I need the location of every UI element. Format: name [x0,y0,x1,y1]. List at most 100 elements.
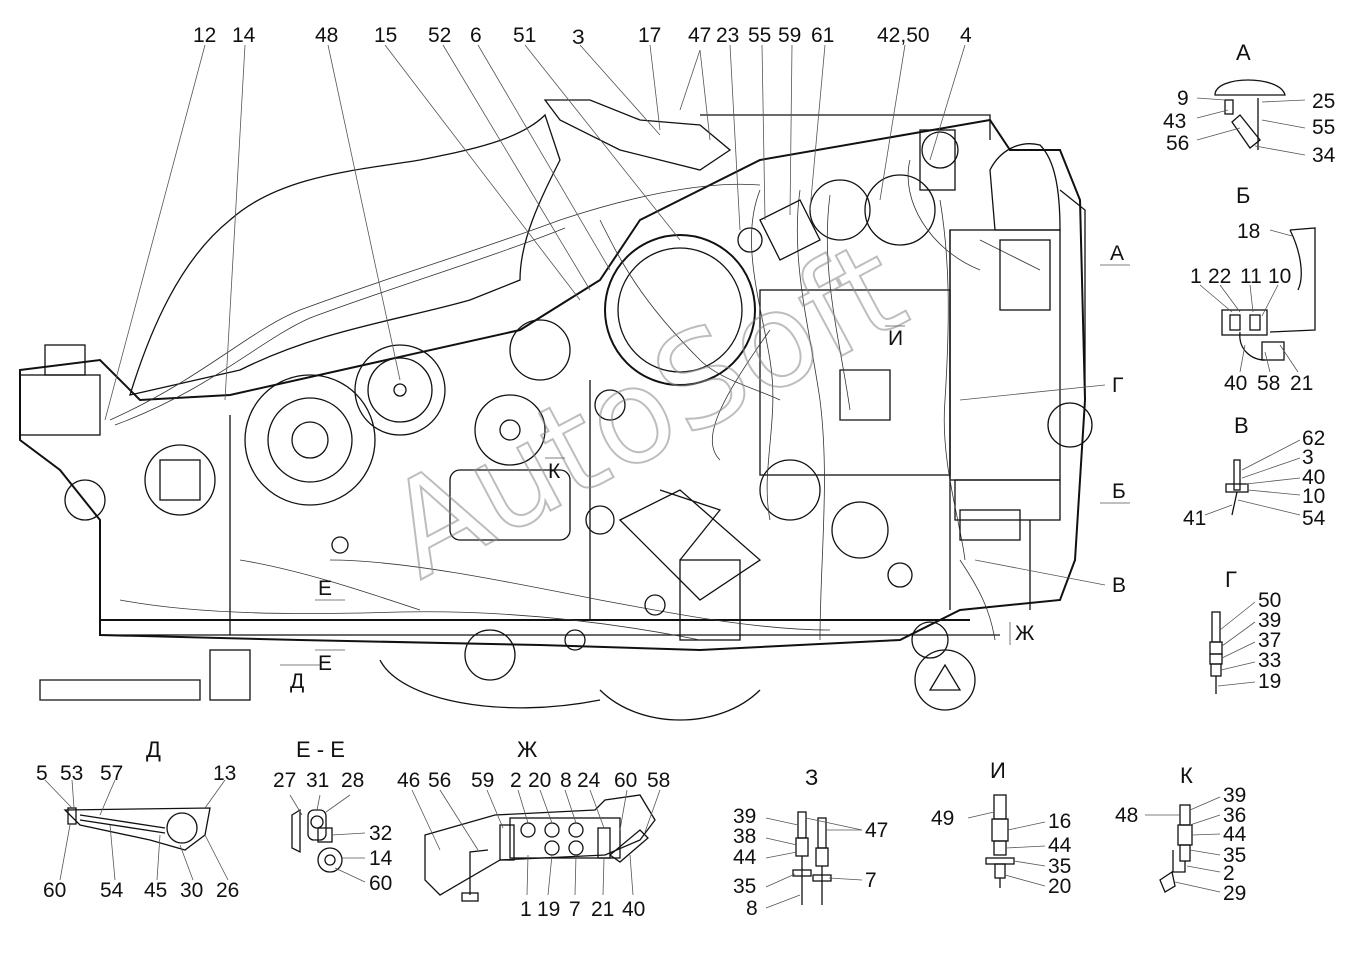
label-4: 4 [960,24,972,47]
view-a-label-55: 55 [1312,116,1335,139]
view-zh-label-21: 21 [591,898,614,921]
view-zh-label-60: 60 [614,769,637,792]
view-b-label-22: 22 [1208,265,1231,288]
view-ee-label-27: 27 [273,769,296,792]
view-zh-label-2: 2 [510,769,522,792]
view-d-label-30: 30 [180,879,203,902]
view-k-title: К [1180,763,1193,788]
view-k-label-48: 48 [1115,804,1138,827]
view-i-title: И [990,758,1006,783]
view-ee-label-31: 31 [306,769,329,792]
view-d-label-13: 13 [213,762,236,785]
label-23: 23 [716,24,739,47]
section-i-marker: И [888,327,903,350]
view-k-label-44: 44 [1223,823,1247,846]
view-b-title: Б [1236,183,1250,208]
view-z-label-39: 39 [733,805,756,828]
view-ee-title: Е - Е [296,737,345,762]
view-v: В 62 3 40 10 54 41 [1183,413,1326,530]
view-ee-label-14: 14 [369,847,393,870]
view-z-label-35: 35 [733,875,756,898]
view-k-label-29: 29 [1223,882,1246,905]
view-zh-label-1: 1 [520,898,532,921]
section-b-marker: Б [1112,480,1126,503]
view-k-label-2: 2 [1223,862,1235,885]
main-assembly-drawing [19,99,1093,721]
view-b-label-1: 1 [1190,265,1202,288]
view-z-title: З [805,765,818,790]
view-v-label-40: 40 [1302,466,1325,489]
section-k-marker: К [548,460,561,483]
view-b-label-40: 40 [1224,372,1247,395]
view-g: Г 50 39 37 33 19 [1209,567,1281,694]
label-z-top: З [572,26,585,49]
view-ee-label-60: 60 [369,872,392,895]
section-v-marker: В [1112,574,1126,597]
view-k-label-39: 39 [1223,784,1246,807]
view-k-label-36: 36 [1223,804,1246,827]
section-g-marker: Г [1112,374,1123,397]
view-d-label-5: 5 [36,762,48,785]
view-g-title: Г [1225,567,1237,592]
view-a-title: А [1236,40,1251,65]
label-6: 6 [470,24,482,47]
view-zh-label-19: 19 [537,898,560,921]
view-g-label-19: 19 [1258,670,1281,693]
view-i-label-16: 16 [1048,810,1071,833]
view-z-label-47: 47 [865,819,888,842]
label-12: 12 [193,24,216,47]
view-ee-label-32: 32 [369,822,392,845]
view-i-label-49: 49 [931,807,954,830]
view-k-label-35: 35 [1223,844,1246,867]
label-59: 59 [778,24,801,47]
view-zh-label-58: 58 [647,769,670,792]
view-d-label-53: 53 [60,762,83,785]
view-a: А 9 43 56 25 55 34 [1163,40,1336,167]
view-a-label-9: 9 [1177,87,1189,110]
view-g-label-50: 50 [1258,589,1281,612]
view-zh-title: Ж [517,737,538,762]
view-zh-label-8: 8 [560,769,572,792]
view-a-label-25: 25 [1312,90,1335,113]
top-leaders [104,44,966,421]
view-z: З 39 38 44 35 8 47 7 [733,765,888,920]
section-a-marker: А [1110,242,1124,265]
view-d-label-54: 54 [100,879,124,902]
label-15: 15 [374,24,397,47]
view-i-label-44: 44 [1048,834,1072,857]
view-v-title: В [1234,413,1249,438]
view-ee: Е - Е 27 31 28 32 14 60 [273,737,393,895]
label-14: 14 [232,24,256,47]
view-b-label-18: 18 [1237,220,1260,243]
view-zh-label-7: 7 [569,898,581,921]
view-k: К 48 39 36 44 35 2 29 [1115,763,1247,905]
view-z-label-38: 38 [733,825,756,848]
view-zh-label-20: 20 [528,769,551,792]
view-d-title: Д [146,737,161,762]
view-z-label-8: 8 [746,897,758,920]
view-a-label-34: 34 [1312,144,1336,167]
label-51: 51 [513,24,536,47]
view-zh-label-24: 24 [577,769,601,792]
label-61: 61 [811,24,834,47]
view-zh-label-46: 46 [397,769,420,792]
label-55: 55 [748,24,771,47]
view-d-label-60: 60 [43,879,66,902]
section-labels: А Б Г В И К Ж Е Е Д [280,242,1130,693]
label-42-50: 42,50 [877,24,930,47]
view-a-label-43: 43 [1163,110,1186,133]
label-52: 52 [428,24,451,47]
view-z-label-44: 44 [733,846,757,869]
view-ee-label-28: 28 [341,769,364,792]
section-e-marker-top: Е [318,577,332,600]
view-v-label-3: 3 [1302,446,1314,469]
section-e-marker-bottom: Е [318,652,332,675]
view-g-label-39: 39 [1258,609,1281,632]
label-47: 47 [688,24,711,47]
view-b-label-21: 21 [1290,372,1313,395]
label-48: 48 [315,24,338,47]
view-zh-label-40: 40 [622,898,645,921]
view-d-label-26: 26 [216,879,239,902]
view-v-label-54: 54 [1302,507,1326,530]
